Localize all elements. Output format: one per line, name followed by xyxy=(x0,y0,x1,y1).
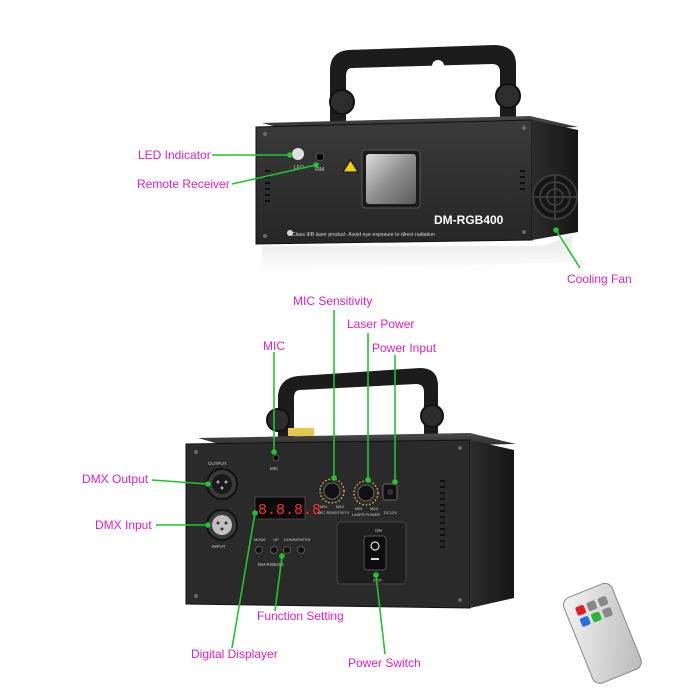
mounting-bracket xyxy=(330,45,516,140)
mode-button[interactable] xyxy=(255,546,263,554)
laser-warning-icon xyxy=(342,159,359,173)
mic-label: MIC xyxy=(270,466,279,471)
callout-remote-receiver: Remote Receiver xyxy=(137,177,230,191)
callout-power-switch: Power Switch xyxy=(348,656,421,670)
leader-lines xyxy=(151,152,581,655)
display-value: 8.8.8.8 xyxy=(258,502,321,519)
xlr-in-label: INPUT xyxy=(212,544,226,549)
front-led-label: LED xyxy=(294,165,304,171)
callout-dmx-input: DMX Input xyxy=(95,518,152,532)
callout-led-indicator: LED Indicator xyxy=(138,148,211,162)
enter-button[interactable] xyxy=(297,546,305,554)
remote-red-button[interactable] xyxy=(575,604,587,616)
power-switch[interactable] xyxy=(363,535,387,571)
rear-warning-sticker xyxy=(288,428,314,436)
button-label-down: DOWN xyxy=(284,537,297,542)
remote-green-button[interactable] xyxy=(590,611,602,623)
dc-label: DC12V xyxy=(384,510,397,515)
laser-starburst-icon xyxy=(287,230,293,236)
button-label-up: UP xyxy=(273,537,279,542)
callout-function-setting: Function Setting xyxy=(257,609,344,623)
callout-cooling-fan: Cooling Fan xyxy=(567,272,632,286)
rear-knob-right xyxy=(420,404,444,428)
knob1-min: MIN xyxy=(320,505,327,509)
digital-display xyxy=(254,496,306,520)
button-label-enter: ENTER xyxy=(297,537,311,542)
callout-dmx-output: DMX Output xyxy=(82,472,149,486)
down-button[interactable] xyxy=(283,546,291,554)
callout-laser-power: Laser Power xyxy=(347,317,415,331)
remote-blue-button[interactable] xyxy=(579,616,591,628)
power-on-symbol-icon xyxy=(370,541,380,551)
led-indicator xyxy=(292,148,304,160)
laser-window xyxy=(366,154,416,204)
callout-mic: MIC xyxy=(263,339,285,353)
function-buttons: MODE UP DOWN ENTER xyxy=(254,537,311,554)
callout-digital-displayer: Digital Displayer xyxy=(191,647,278,661)
bracket-hole xyxy=(432,60,444,72)
remote-control xyxy=(563,582,642,684)
button-label-mode: MODE xyxy=(254,537,266,542)
remote-receiver xyxy=(315,152,325,162)
mic-sensitivity-knob[interactable] xyxy=(323,482,341,500)
knob2-label: LASER POWER xyxy=(352,513,380,517)
rear-device: OUTPUT INPUT MIC 8.8.8.8 MODE UP DOWN EN… xyxy=(185,368,516,609)
callout-mic-sensitivity: MIC Sensitivity xyxy=(293,294,373,308)
xlr-out-label: OUTPUT xyxy=(208,461,227,466)
rear-mounting-bracket xyxy=(278,368,438,440)
rear-model-label: DM-RGB400 xyxy=(258,562,284,567)
front-ir-label: IRM xyxy=(315,167,324,173)
knob2-max: MAX xyxy=(370,507,379,511)
model-label: DM-RGB400 xyxy=(434,213,504,227)
callout-power-input: Power Input xyxy=(372,341,437,355)
warning-text: Class IIIB laser product. Avoid eye expo… xyxy=(292,232,435,238)
rear-knob-left xyxy=(266,408,290,432)
bracket-knob-right xyxy=(495,83,521,109)
switch-off-label: OFF xyxy=(373,578,382,583)
laser-power-knob[interactable] xyxy=(357,484,375,502)
knob1-max: MAX xyxy=(336,505,345,509)
bracket-knob-left xyxy=(329,89,355,115)
knob1-label: MIC SENSITIVITY xyxy=(318,511,350,515)
rear-bracket-hole xyxy=(379,388,389,398)
front-device: LED IRM DM-RGB400 Class IIIB laser produ… xyxy=(255,45,578,272)
cooling-fan xyxy=(532,174,578,220)
mic-port xyxy=(272,454,280,462)
up-button[interactable] xyxy=(270,546,278,554)
switch-on-label: ON xyxy=(375,528,382,533)
knob2-min: MIN xyxy=(355,507,362,511)
